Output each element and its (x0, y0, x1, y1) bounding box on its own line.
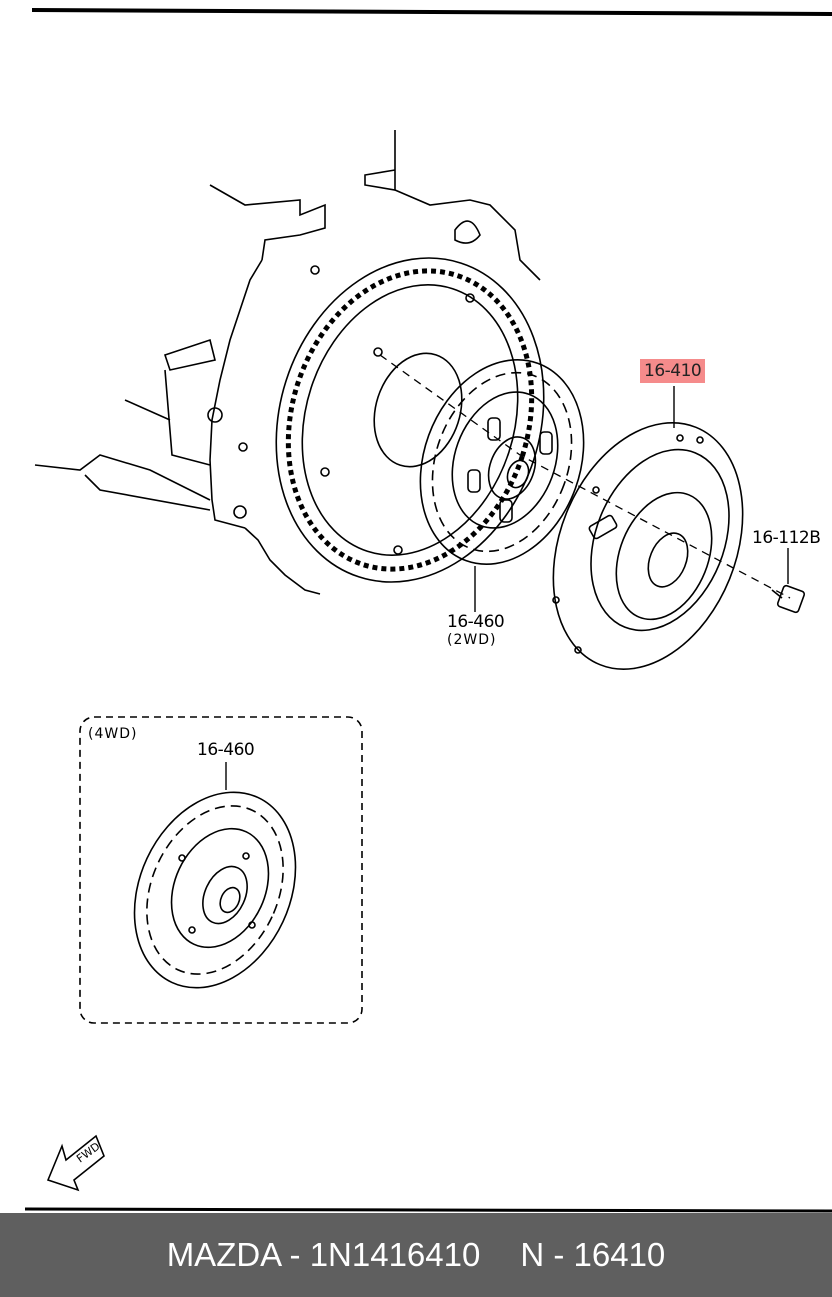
bolt (771, 584, 806, 614)
pressure-plate (552, 422, 744, 670)
callout-4wd-note: (4WD) (88, 726, 138, 742)
engine-block (34, 130, 541, 595)
forward-arrow-icon: FWD (46, 1134, 105, 1192)
footer-part-text: MAZDA - 1N1416410 (166, 1236, 481, 1273)
assembly-axis (379, 354, 791, 599)
top-border (31, 8, 832, 16)
callout-bolt[interactable]: 16-112B (752, 528, 821, 548)
callout-clutch-disc-2wd[interactable]: 16-460 (447, 612, 505, 632)
callout-2wd-note: (2WD) (447, 632, 497, 648)
callout-clutch-disc-4wd[interactable]: 16-460 (197, 740, 255, 760)
clutch-disc-4wd (133, 791, 297, 989)
variant-box-4wd (79, 716, 363, 1024)
clutch-disc-2wd (419, 358, 585, 566)
part-number-footer: MAZDA - 1N1416410 N - 16410 (0, 1213, 832, 1297)
flywheel (275, 257, 545, 583)
footer-ref-text: N - 16410 (520, 1236, 666, 1273)
bottom-border (24, 1207, 832, 1213)
exploded-parts-diagram: FWD (24, 8, 832, 1213)
callout-pressure-plate[interactable]: 16-410 (640, 359, 706, 383)
